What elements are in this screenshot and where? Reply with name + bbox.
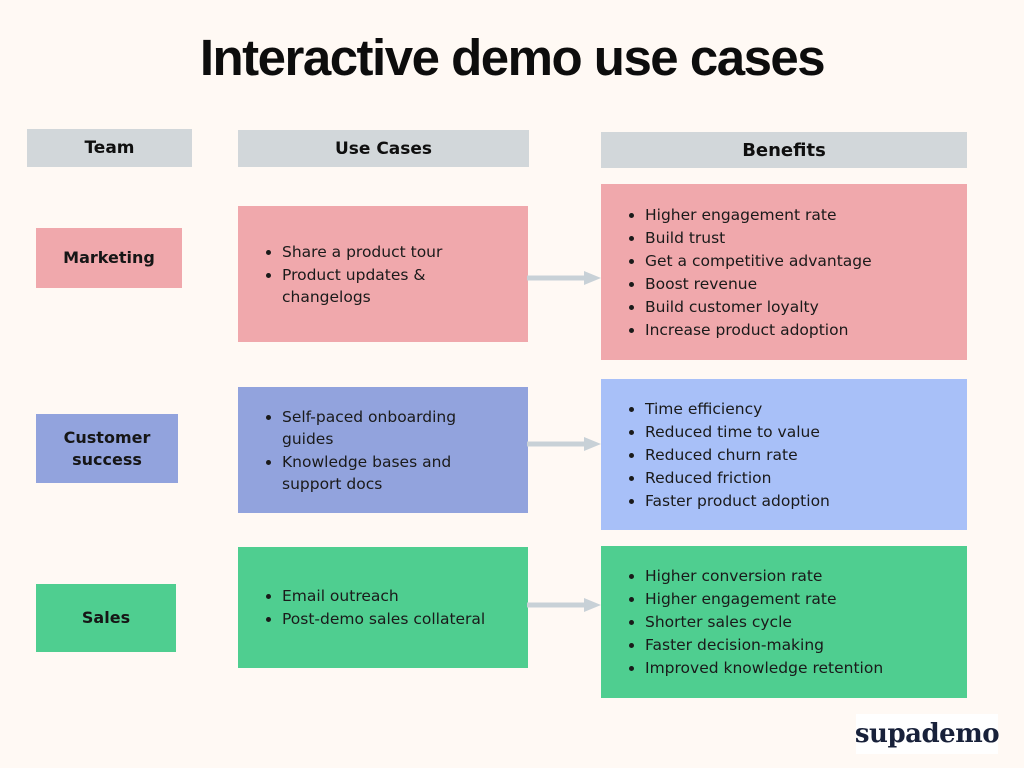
benefits-column-header: Benefits <box>601 132 967 168</box>
use-cases-list-marketing: Share a product tour Product updates & c… <box>238 240 528 309</box>
benefits-list-sales: Higher conversion rate Higher engagement… <box>601 564 899 680</box>
page-title: Interactive demo use cases <box>199 29 826 86</box>
use-case-item: Product updates & changelogs <box>282 264 512 308</box>
benefits-list-customer-success: Time efficiency Reduced time to value Re… <box>601 397 846 513</box>
use-cases-box-marketing: Share a product tour Product updates & c… <box>238 206 528 342</box>
benefit-item: Reduced friction <box>645 467 830 489</box>
benefit-item: Higher engagement rate <box>645 204 872 226</box>
benefit-item: Reduced time to value <box>645 421 830 443</box>
benefit-item: Get a competitive advantage <box>645 250 872 272</box>
use-cases-box-customer-success: Self-paced onboarding guides Knowledge b… <box>238 387 528 513</box>
use-cases-list-sales: Email outreach Post-demo sales collatera… <box>238 584 501 631</box>
benefits-box-sales: Higher conversion rate Higher engagement… <box>601 546 967 698</box>
benefits-list-marketing: Higher engagement rate Build trust Get a… <box>601 203 888 342</box>
benefit-item: Reduced churn rate <box>645 444 830 466</box>
use-cases-list-customer-success: Self-paced onboarding guides Knowledge b… <box>238 405 528 496</box>
arrow-right-icon <box>527 271 601 285</box>
team-label-customer-success: Customer success <box>36 414 178 483</box>
team-label-marketing: Marketing <box>36 228 182 288</box>
use-case-item: Email outreach <box>282 585 485 607</box>
benefit-item: Increase product adoption <box>645 319 872 341</box>
benefits-box-customer-success: Time efficiency Reduced time to value Re… <box>601 379 967 530</box>
supademo-logo: supademo <box>854 714 1000 754</box>
team-column-header: Team <box>27 129 192 167</box>
use-case-item: Knowledge bases and support docs <box>282 451 512 495</box>
benefits-box-marketing: Higher engagement rate Build trust Get a… <box>601 184 967 360</box>
benefit-item: Improved knowledge retention <box>645 657 883 679</box>
benefit-item: Shorter sales cycle <box>645 611 883 633</box>
use-cases-column-header: Use Cases <box>238 130 529 167</box>
arrow-right-icon <box>527 598 601 612</box>
benefit-item: Faster decision-making <box>645 634 883 656</box>
use-case-item: Self-paced onboarding guides <box>282 406 512 450</box>
benefit-item: Build trust <box>645 227 872 249</box>
benefit-item: Build customer loyalty <box>645 296 872 318</box>
benefit-item: Higher engagement rate <box>645 588 883 610</box>
use-cases-box-sales: Email outreach Post-demo sales collatera… <box>238 547 528 668</box>
use-case-item: Share a product tour <box>282 241 512 263</box>
benefit-item: Time efficiency <box>645 398 830 420</box>
supademo-logo-text: supademo <box>854 719 1000 749</box>
use-case-item: Post-demo sales collateral <box>282 608 485 630</box>
arrow-right-icon <box>527 437 601 451</box>
benefit-item: Higher conversion rate <box>645 565 883 587</box>
benefit-item: Boost revenue <box>645 273 872 295</box>
benefit-item: Faster product adoption <box>645 490 830 512</box>
team-label-sales: Sales <box>36 584 176 652</box>
